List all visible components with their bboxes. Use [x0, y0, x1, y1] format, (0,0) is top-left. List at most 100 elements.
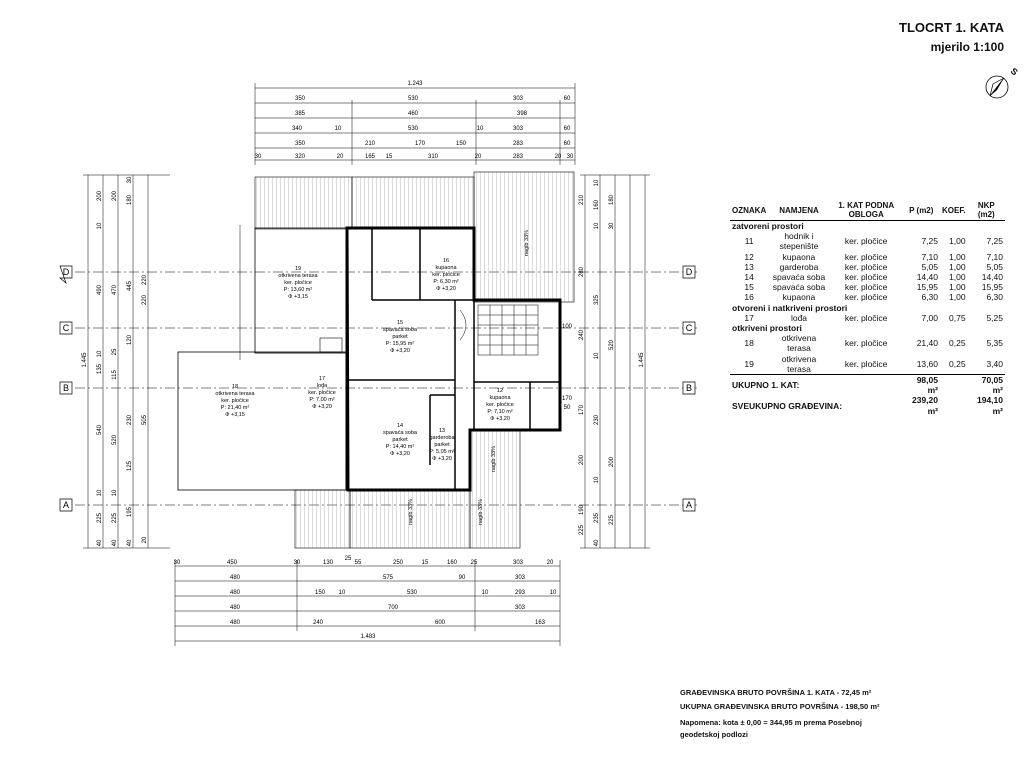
svg-text:kupaona: kupaona [489, 395, 511, 401]
table-cell: hodnik i stepenište [779, 231, 819, 252]
dim-top-5-a: 30 [255, 154, 262, 160]
roof-slope-label: nagib 33% [478, 499, 484, 525]
table-cell: 3,40 [986, 358, 1003, 369]
axis-marker-b-left: B [59, 381, 73, 395]
table-cell: garderoba [779, 261, 819, 272]
table-cell: 21,40 [916, 338, 938, 349]
top-dimension-text: 1.243 350 530 303 60 385 460 398 340 10 … [255, 81, 574, 160]
table-cell: 5,05 [921, 261, 938, 272]
dim-top-5-i: 20 [555, 154, 562, 160]
dim-top-1-d: 60 [564, 96, 571, 102]
dim-left-1-h: 225 [97, 512, 103, 523]
top-dimension-lines [254, 83, 576, 165]
dim-bot-5-b: 240 [313, 620, 324, 626]
dim-right-1-e: 200 [579, 454, 585, 465]
dim-top-1-a: 350 [295, 96, 306, 102]
dim-bot-4-b: 700 [388, 605, 399, 611]
table-group-row: otkriveni prostori [730, 323, 1005, 333]
dim-right-2-i: 40 [594, 539, 600, 546]
svg-text:parket: parket [392, 437, 408, 443]
total-label: SVEUKUPNO GRAĐEVINA: [732, 400, 843, 411]
table-cell: 18 [744, 338, 754, 349]
svg-text:P: 7,10 m²: P: 7,10 m² [487, 409, 513, 415]
table-cell: ker. pločice [844, 312, 888, 323]
area-table: OZNAKA NAMJENA 1. KAT PODNA OBLOGA P (m2… [730, 200, 1005, 416]
dim-top-2-a: 385 [295, 111, 306, 117]
right-dimension-text: 210 280 240 170 200 190 225 10 160 10 32… [562, 179, 645, 546]
room-16-label: 16 kupaona ker. pločice P: 6,30 m² Φ +3,… [432, 258, 460, 292]
table-cell: 12 [744, 251, 754, 262]
dim-bot-1-d: 130 [323, 560, 334, 566]
table-cell: 13,60 [916, 358, 938, 369]
svg-text:A: A [686, 500, 692, 510]
axis-marker-a-right: A [682, 498, 696, 512]
col-oznaka: OZNAKA [730, 200, 769, 221]
table-cell: 1,00 [949, 251, 966, 262]
svg-text:16: 16 [443, 258, 449, 264]
svg-text:12: 12 [497, 388, 503, 394]
svg-text:P: 15,95 m²: P: 15,95 m² [386, 341, 415, 347]
dim-left-4-b: 220 [142, 294, 148, 305]
dim-right-1-g: 225 [579, 524, 585, 535]
dim-bot-3-f: 293 [515, 590, 526, 596]
dim-top-4-f: 60 [564, 141, 571, 147]
building-walls [177, 226, 562, 492]
dim-right-1-d: 170 [579, 404, 585, 415]
dim-right-3-c: 520 [609, 339, 615, 350]
table-group-title: otvoreni i natkriveni prostori [732, 302, 848, 313]
dim-right-1-c: 240 [579, 329, 585, 340]
dim-bot-5-d: 163 [535, 620, 546, 626]
dim-bot-1-h: 160 [447, 560, 458, 566]
table-cell: 1,00 [949, 282, 966, 293]
room-labels: 19 otkrivena terasa ker. pločice P: 13,6… [215, 258, 513, 462]
dim-right-2-g: 10 [594, 476, 600, 483]
svg-text:18: 18 [232, 384, 238, 390]
dim-left-1-i: 40 [97, 539, 103, 546]
dim-bot-4-c: 303 [515, 605, 526, 611]
dim-top-5-b: 320 [295, 154, 306, 160]
total-p: 98,05 m² [902, 374, 940, 396]
svg-text:13: 13 [439, 428, 445, 434]
svg-text:otkrivena terasa: otkrivena terasa [278, 273, 318, 279]
table-cell: ker. pločice [844, 338, 888, 349]
svg-text:lođa: lođa [317, 383, 328, 389]
svg-text:Φ +3,20: Φ +3,20 [490, 416, 510, 422]
table-cell: ker. pločice [844, 358, 888, 369]
dim-left-1-b: 10 [97, 222, 103, 229]
roof-areas [254, 171, 575, 549]
bottom-dimension-lines [174, 560, 561, 646]
axis-marker-d-left: D [59, 265, 73, 285]
dim-bot-2-b: 575 [383, 575, 394, 581]
elevation-note-2: geodetskoj podlozi [680, 730, 748, 739]
dim-left-3-c: 445 [127, 280, 133, 291]
svg-text:Φ +3,20: Φ +3,20 [312, 404, 332, 410]
roof-slope-label: nagib 33% [408, 499, 414, 525]
dim-left-2-g: 225 [112, 512, 118, 523]
dim-top-2-c: 398 [517, 111, 528, 117]
svg-text:Φ +3,15: Φ +3,15 [225, 412, 245, 418]
total-nkp: 70,05 m² [967, 374, 1005, 396]
col-koef: KOEF. [939, 200, 968, 221]
dim-top-5-e: 15 [386, 154, 393, 160]
dim-right-3-a: 180 [609, 194, 615, 205]
svg-text:ker. pločice: ker. pločice [432, 272, 460, 278]
table-cell: ker. pločice [844, 251, 888, 262]
room-17-label: 17 lođa ker. pločice P: 7,00 m² Φ +3,20 [308, 376, 336, 410]
dim-bot-1-c: 30 [294, 560, 301, 566]
dim-left-3-e: 230 [127, 414, 133, 425]
dim-left-2-a: 200 [112, 190, 118, 201]
dim-top-4-a: 350 [295, 141, 306, 147]
dim-top-2-b: 460 [408, 111, 419, 117]
table-cell: 13 [744, 261, 754, 272]
table-cell: 15,95 [916, 282, 938, 293]
table-group-row: otvoreni i natkriveni prostori [730, 303, 1005, 313]
dim-right-3-d: 200 [609, 456, 615, 467]
svg-text:D: D [63, 267, 70, 277]
dim-left-3-b: 180 [127, 194, 133, 205]
dim-left-3-f: 125 [127, 460, 133, 471]
dim-top-5-g: 20 [475, 154, 482, 160]
